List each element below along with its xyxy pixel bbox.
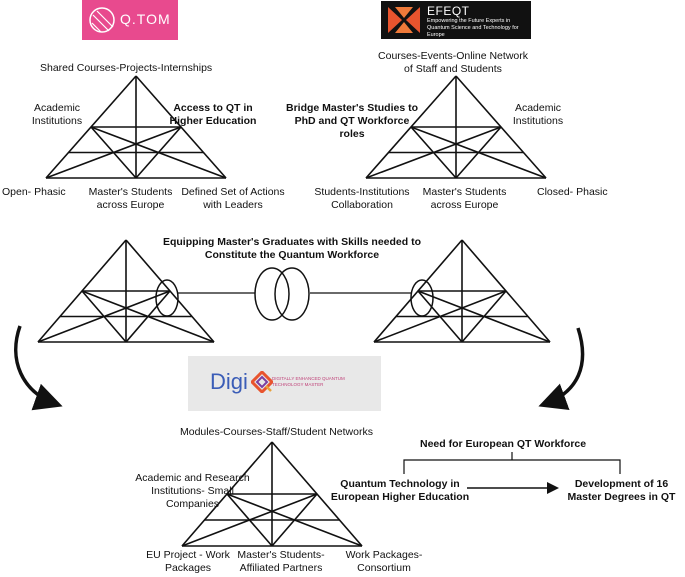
efeqt-left-label: Bridge Master's Studies to PhD and QT Wo… [285,102,419,140]
triangle-diagonal [410,126,457,179]
qtom-top-label: Shared Courses-Projects-Internships [40,62,213,74]
curved-arrow-left [14,325,63,411]
qtom-bottom-left-label: Open- Phasic [2,186,66,198]
efeqt-bottom-left-label: Students-Institutions Collaboration [314,186,410,211]
qtom-bottom-center-label: Master's Students across Europe [88,186,173,211]
triangle-diagonal [271,493,318,547]
efeqt-bottom-center-label: Master's Students across Europe [422,186,507,211]
triangle-diagonal [226,493,273,547]
efeqt-logo: EFEQT Empowering the Future Experts in Q… [381,1,531,39]
digiq-bottom-left-label: EU Project - Work Packages [146,549,230,574]
link-ring-right [274,267,310,321]
link-ring-left [254,267,290,321]
flow-to-label: Development of 16 Master Degrees in QT [567,478,676,503]
triangle-diagonal [417,290,463,343]
triangle-middle-right [373,239,551,343]
triangle-diagonal [125,290,171,343]
efeqt-right-label: Academic Institutions [512,102,564,127]
triangle-diagonal [81,290,127,343]
qtom-logo: Q.TOM [82,0,178,40]
efeqt-logo-text: EFEQT [427,4,470,18]
curved-arrow-right [538,327,585,410]
middle-title: Equipping Master's Graduates with Skills… [162,236,422,261]
efeqt-tagline: Empowering the Future Experts in Quantum… [427,18,519,38]
digiq-bottom-right-label: Work Packages- Consortium [345,549,423,574]
efeqt-mark-icon [388,7,420,33]
triangle-diagonal [90,126,137,179]
need-bracket [403,459,621,474]
digiq-left-label: Academic and Research Institutions- Smal… [135,472,250,510]
efeqt-top-label: Courses-Events-Online Network of Staff a… [378,50,528,75]
efeqt-bottom-right-label: Closed- Phasic [537,186,608,198]
triangle-digiq [181,441,363,547]
triangle-efeqt [365,75,547,179]
triangle-diagonal [455,126,502,179]
digiq-logo: Digi DIGITALLY ENHANCED QUANTUM TECHNOLO… [188,356,381,411]
digiq-tagline: DIGITALLY ENHANCED QUANTUM TECHNOLOGY MA… [272,376,345,387]
left-link-ellipse [155,279,179,317]
need-label: Need for European QT Workforce [420,438,587,450]
qtom-globe-icon [89,7,115,33]
digiq-logo-text: Digi [210,369,248,394]
flow-from-label: Quantum Technology in European Higher Ed… [330,478,470,503]
qtom-logo-text: Q.TOM [120,11,171,27]
digiq-top-label: Modules-Courses-Staff/Student Networks [180,426,373,438]
triangle-qtom [45,75,227,179]
triangle-middle-left [37,239,215,343]
qtom-bottom-right-label: Defined Set of Actions with Leaders [181,186,285,211]
triangle-diagonal [461,290,507,343]
qtom-left-label: Academic Institutions [31,102,83,127]
digiq-bottom-center-label: Master's Students- Affiliated Partners [237,549,325,574]
digiq-q-icon [251,371,273,393]
qtom-right-label: Access to QT in Higher Education [169,102,257,127]
right-link-ellipse [410,279,434,317]
triangle-diagonal [135,126,182,179]
